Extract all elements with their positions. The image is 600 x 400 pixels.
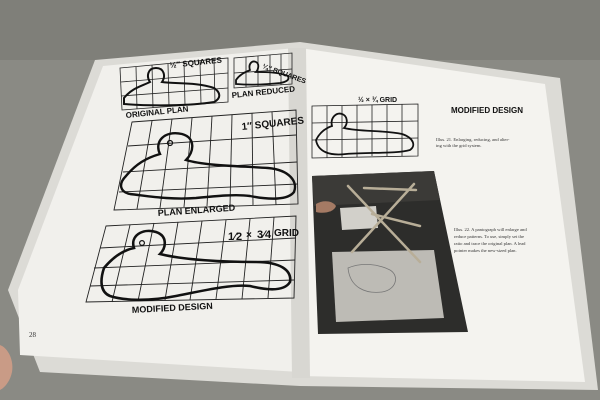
book-gutter xyxy=(288,48,310,378)
duck-eye-enlarged xyxy=(166,139,174,147)
fig21-caption-line-1: Illus. 21. Enlarging, reducing, and alte… xyxy=(436,137,510,143)
figure-modified-design: 1⁄2 × 3⁄4 GRID MODIFIED DESIGN xyxy=(85,215,299,315)
photo-paper-original xyxy=(340,206,378,230)
photo-paper-enlarged xyxy=(332,250,444,322)
fig22-caption: Illus. 22. A pantograph will enlarge and… xyxy=(454,227,527,253)
page-number: 28 xyxy=(29,331,37,339)
figure-small-modified-design: ½ × ¾ GRID xyxy=(311,96,419,159)
grid-half-by-three-quarter-label: 1⁄2 × 3⁄4 GRID xyxy=(228,228,299,243)
grid-word: GRID xyxy=(274,228,299,239)
figure-plan-enlarged: 1″ SQUARES PLAN ENLARGED xyxy=(113,109,305,218)
grid-three-quarters-fraction: 3⁄4 xyxy=(257,229,272,241)
fig21-caption: Illus. 21. Enlarging, reducing, and alte… xyxy=(436,137,510,148)
fig22-caption-line-3: ratio and trace the original plan. A lea… xyxy=(454,241,526,246)
grid-label-right: ½ × ¾ GRID xyxy=(358,96,397,104)
pantograph-photo xyxy=(312,171,468,334)
fig22-caption-line-2: reduce patterns. To use, simply set the xyxy=(454,234,524,240)
grid-half-fraction: 1⁄2 xyxy=(228,231,242,243)
duck-eye-modified xyxy=(139,240,146,247)
modified-design-label-right: MODIFIED DESIGN xyxy=(451,106,523,115)
fig22-caption-line-1: Illus. 22. A pantograph will enlarge and xyxy=(454,227,527,232)
grid-times-sign: × xyxy=(246,230,252,241)
fig21-caption-line-2: ing with the grid system. xyxy=(436,143,482,148)
modified-design-label-left: MODIFIED DESIGN xyxy=(132,301,213,315)
hand xyxy=(0,345,13,390)
fig22-caption-line-4: pointer makes the new-sized plan. xyxy=(454,248,517,253)
